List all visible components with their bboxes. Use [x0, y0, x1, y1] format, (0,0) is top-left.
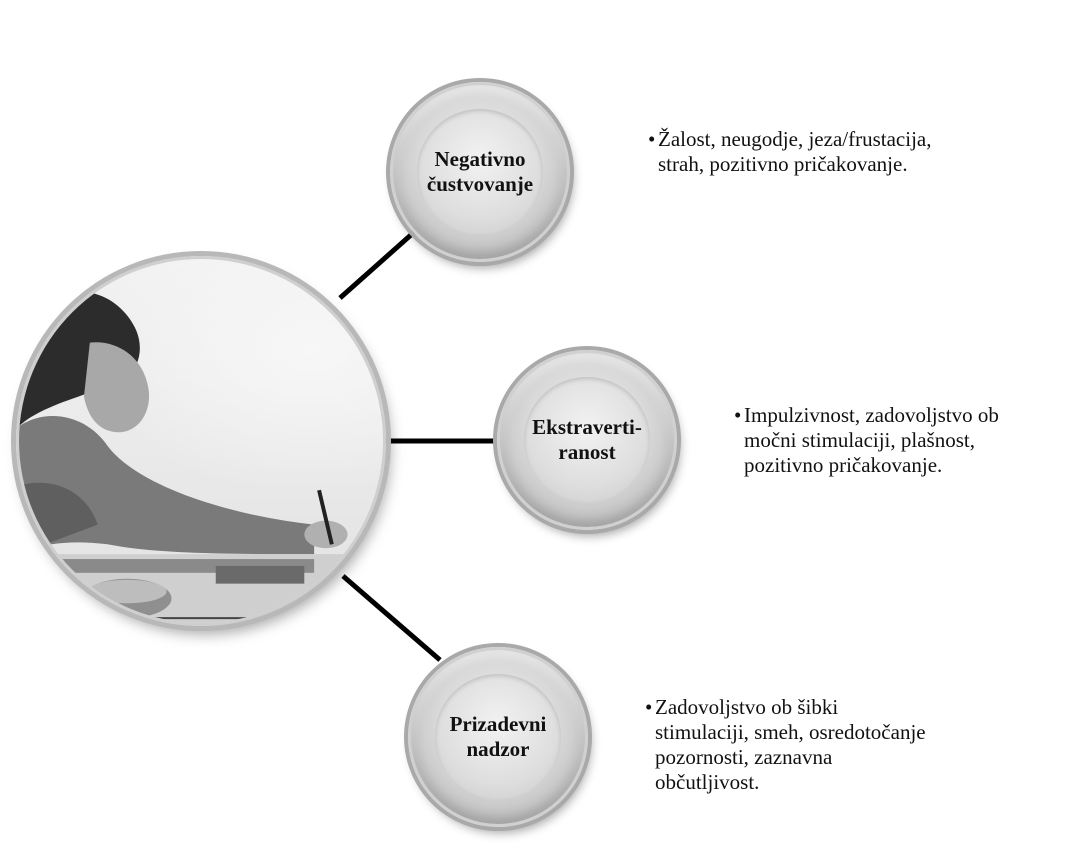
description-text: Zadovoljstvo ob šibki stimulaciji, smeh,…: [655, 695, 926, 794]
description-ekstravertiranost: • Impulzivnost, zadovoljstvo ob močni st…: [734, 403, 1084, 478]
description-negativno-custvovanje: • Žalost, neugodje, jeza/frustacija, str…: [648, 127, 1068, 177]
bullet: •: [648, 127, 656, 151]
description-prizadevni-nadzor: • Zadovoljstvo ob šibki stimulaciji, sme…: [645, 695, 1065, 795]
child-drawing-illustration: [19, 291, 383, 623]
node-ekstravertiranost: Ekstraverti- ranost: [497, 350, 677, 530]
node-prizadevni-nadzor: Prizadevni nadzor: [408, 647, 588, 827]
bullet: •: [645, 695, 653, 719]
node-label: Negativno čustvovanje: [426, 147, 534, 196]
bullet: •: [734, 403, 742, 427]
description-text: Žalost, neugodje, jeza/frustacija, strah…: [658, 127, 932, 176]
node-negativno-custvovanje: Negativno čustvovanje: [390, 82, 570, 262]
central-photo: [16, 256, 386, 626]
node-label: Prizadevni nadzor: [449, 712, 547, 761]
description-text: Impulzivnost, zadovoljstvo ob močni stim…: [744, 403, 999, 477]
node-label: Ekstraverti- ranost: [532, 415, 642, 464]
